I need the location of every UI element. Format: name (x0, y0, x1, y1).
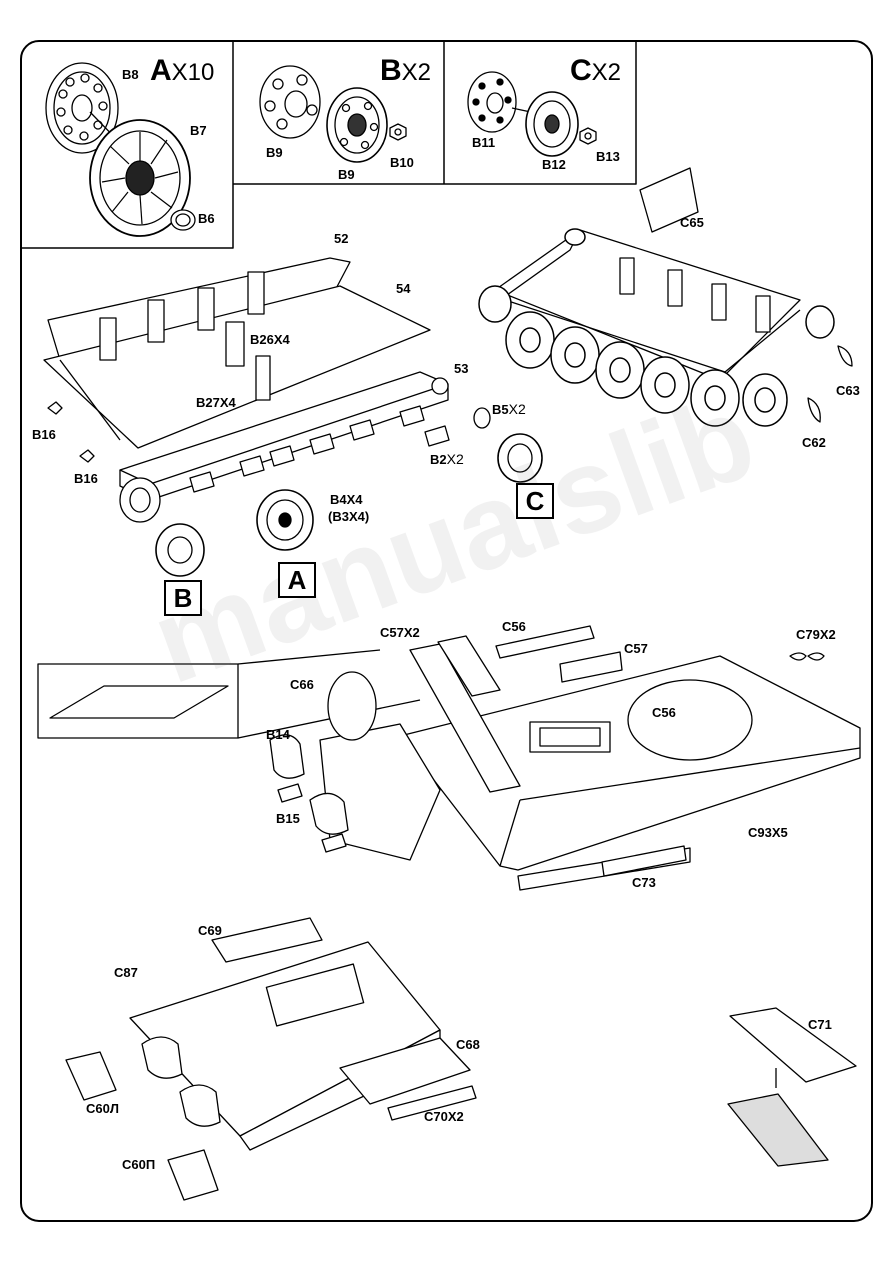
part-label-b4: B4X4 (330, 492, 363, 507)
part-label-b2-code: B2 (430, 452, 447, 467)
part-label-b5: B5X2 (492, 402, 526, 416)
drive-sprocket-drawing (467, 71, 597, 157)
engine-deck-assembly (65, 917, 857, 1201)
part-label-c68: C68 (456, 1037, 480, 1052)
part-label-c70: C70X2 (424, 1109, 464, 1124)
part-label-b13: B13 (596, 149, 620, 164)
part-label-c66: C66 (290, 677, 314, 692)
part-label-c71: C71 (808, 1017, 832, 1032)
part-label-b9b: B9 (338, 167, 355, 182)
part-label-b9a: B9 (266, 145, 283, 160)
part-label-c69: C69 (198, 923, 222, 938)
upper-hull-assembly (37, 625, 861, 891)
panel-a-letter: A (150, 54, 172, 87)
part-label-b12: B12 (542, 157, 566, 172)
part-label-b5-code: B5 (492, 402, 509, 417)
part-label-b3: (B3X4) (328, 509, 370, 524)
sub-assembly-box-b: B (164, 580, 202, 616)
part-label-c73: C73 (632, 875, 656, 890)
panel-b-title: BX2 (380, 56, 431, 86)
part-label-c79: C79X2 (796, 627, 836, 642)
part-label-b6: B6 (198, 211, 215, 226)
part-label-c56-mid: C56 (652, 705, 676, 720)
part-label-c87: C87 (114, 965, 138, 980)
part-label-c57: C57 (624, 641, 648, 656)
part-label-b16-bottom: B16 (74, 471, 98, 486)
part-label-b7: B7 (190, 123, 207, 138)
part-label-52: 52 (334, 231, 349, 246)
panel-c-multiplier: X2 (591, 59, 622, 86)
part-label-b10: B10 (390, 155, 414, 170)
part-label-c60l: C60Л (86, 1101, 119, 1116)
part-label-b16-top: B16 (32, 427, 56, 442)
part-label-b2-qty: X2 (446, 451, 464, 467)
part-label-b14: B14 (266, 727, 290, 742)
panel-a-title: AX10 (150, 56, 214, 86)
sub-assembly-box-a: A (278, 562, 316, 598)
part-label-b26: B26X4 (250, 332, 290, 347)
part-label-b27: B27X4 (196, 395, 236, 410)
part-label-b5-qty: X2 (508, 401, 526, 417)
panel-c-title: CX2 (570, 56, 621, 86)
part-label-b8: B8 (122, 67, 139, 82)
part-label-c57x2: C57X2 (380, 625, 420, 640)
panel-b-multiplier: X2 (401, 59, 432, 86)
part-label-c93: C93X5 (748, 825, 788, 840)
part-label-c62: C62 (802, 435, 826, 450)
part-label-53: 53 (454, 361, 469, 376)
part-label-c56-top: C56 (502, 619, 526, 634)
panel-c-letter: C (570, 54, 592, 87)
road-wheel-drawing (45, 62, 196, 237)
part-label-b11: B11 (472, 135, 496, 150)
running-gear-assembly (478, 167, 853, 427)
part-label-b15: B15 (276, 811, 300, 826)
part-label-54: 54 (396, 281, 411, 296)
panel-a-multiplier: X10 (171, 59, 215, 86)
idler-wheel-drawing (259, 65, 407, 163)
part-label-c60p: C60П (122, 1157, 156, 1172)
part-label-c65: C65 (680, 215, 704, 230)
page-frame (20, 40, 873, 1222)
sub-assembly-box-c: C (516, 483, 554, 519)
hull-side-assembly (43, 257, 543, 577)
part-label-b2: B2X2 (430, 452, 464, 466)
wheel-panels (21, 41, 637, 249)
panel-b-letter: B (380, 54, 402, 87)
part-label-c63: C63 (836, 383, 860, 398)
